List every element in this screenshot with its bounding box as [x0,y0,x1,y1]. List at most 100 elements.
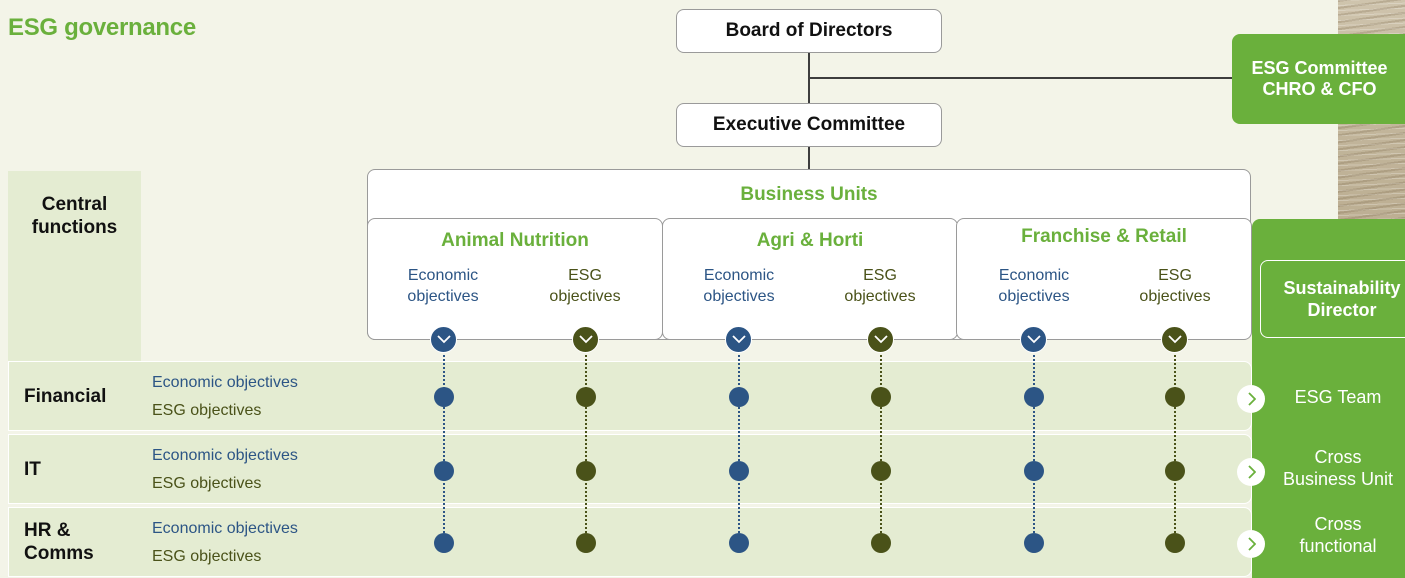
chevron-down-icon [1020,326,1047,353]
chevron-down-icon [572,326,599,353]
label-line: objectives [844,288,916,305]
sustainability-director-box: Sustainability Director [1260,260,1405,338]
chevron-right-icon [1237,458,1265,486]
label-line: Economic [998,267,1070,284]
economic-dot [434,461,454,481]
central-functions-header-box [8,171,141,361]
business-unit-name: Franchise & Retail [1021,226,1187,247]
esg-dotted-line [880,350,882,545]
team-cross-business-unit: Cross Business Unit [1268,446,1405,490]
economic-dotted-line [738,350,740,545]
esg-dot [1165,533,1185,553]
esg-committee-box: ESG Committee CHRO & CFO [1232,34,1405,124]
bu-esg-objectives-label: ESG objectives [520,265,650,307]
chevron-right-icon [1237,530,1265,558]
function-name-line1: Financial [24,386,107,407]
label-line: Economic [703,267,775,284]
connector-executive-business-units [808,147,810,169]
esg-dot [871,461,891,481]
label-line: objectives [549,288,621,305]
business-unit-name: Animal Nutrition [441,230,589,251]
economic-dot [729,387,749,407]
economic-dot [434,387,454,407]
function-economic-objectives: Economic objectives [152,447,298,464]
business-unit-card-animal-nutrition [367,218,663,340]
esg-dot [1165,387,1185,407]
label-line: objectives [998,288,1070,305]
economic-dot [1024,533,1044,553]
function-name-financial: Financial [24,385,106,408]
label-line: objectives [1139,288,1211,305]
esg-dot [576,533,596,553]
esg-dotted-line [1174,350,1176,545]
page-title: ESG governance [8,14,196,41]
team-cross-functional: Cross functional [1268,513,1405,557]
team-line2: functional [1299,536,1377,556]
economic-dot [1024,387,1044,407]
function-name-it: IT [24,458,41,481]
label-line: ESG [863,267,897,284]
chevron-down-icon [430,326,457,353]
central-functions-line2: functions [31,217,118,238]
label-line: ESG [1158,267,1192,284]
label-line: Economic [407,267,479,284]
function-name-line2: Comms [24,543,94,564]
executive-committee-box: Executive Committee [676,103,942,147]
economic-dotted-line [443,350,445,545]
function-esg-objectives: ESG objectives [152,402,262,419]
business-unit-card-agri-horti [662,218,958,340]
label-line: ESG [568,267,602,284]
function-economic-objectives: Economic objectives [152,520,298,537]
economic-dot [434,533,454,553]
economic-dot [729,461,749,481]
business-unit-name: Agri & Horti [756,230,864,251]
chevron-down-icon [867,326,894,353]
bu-economic-objectives-label: Economic objectives [674,265,804,307]
function-name-hr-comms: HR & Comms [24,519,94,565]
economic-dotted-line [1033,350,1035,545]
sustainability-director-line2: Director [1307,300,1377,320]
esg-dot [871,533,891,553]
chevron-down-icon [725,326,752,353]
executive-label: Executive Committee [712,114,906,135]
board-of-directors-box: Board of Directors [676,9,942,53]
bu-esg-objectives-label: ESG objectives [1110,265,1240,307]
economic-dot [1024,461,1044,481]
esg-dotted-line [585,350,587,545]
esg-committee-line2: CHRO & CFO [1262,79,1377,99]
function-row-hr-comms [8,507,1252,577]
esg-dot [871,387,891,407]
bu-esg-objectives-label: ESG objectives [815,265,945,307]
economic-dot [729,533,749,553]
team-line1: Cross [1314,514,1362,534]
bu-economic-objectives-label: Economic objectives [378,265,508,307]
function-esg-objectives: ESG objectives [152,548,262,565]
team-line2: Business Unit [1282,469,1394,489]
team-line1: Cross [1314,447,1362,467]
team-line1: ESG Team [1294,387,1382,407]
business-unit-card-franchise-retail [956,218,1252,340]
sustainability-column [1252,219,1405,578]
esg-committee-line1: ESG Committee [1251,58,1388,78]
function-row-it [8,434,1252,504]
esg-dot [1165,461,1185,481]
esg-dot [576,387,596,407]
label-line: objectives [407,288,479,305]
bu-economic-objectives-label: Economic objectives [969,265,1099,307]
team-esg-team: ESG Team [1268,386,1405,408]
function-economic-objectives: Economic objectives [152,374,298,391]
board-label: Board of Directors [725,20,893,41]
label-line: objectives [703,288,775,305]
function-esg-objectives: ESG objectives [152,475,262,492]
central-functions-line1: Central [41,194,108,215]
sustainability-director-line1: Sustainability [1283,278,1401,298]
esg-dot [576,461,596,481]
chevron-down-icon [1161,326,1188,353]
function-name-line1: IT [24,459,41,480]
chevron-right-icon [1237,385,1265,413]
function-name-line1: HR & [24,520,71,541]
connector-to-esg-committee [808,77,1232,79]
business-units-title: Business Units [740,184,878,205]
central-functions-label: Central functions [8,193,141,239]
function-row-financial [8,361,1252,431]
